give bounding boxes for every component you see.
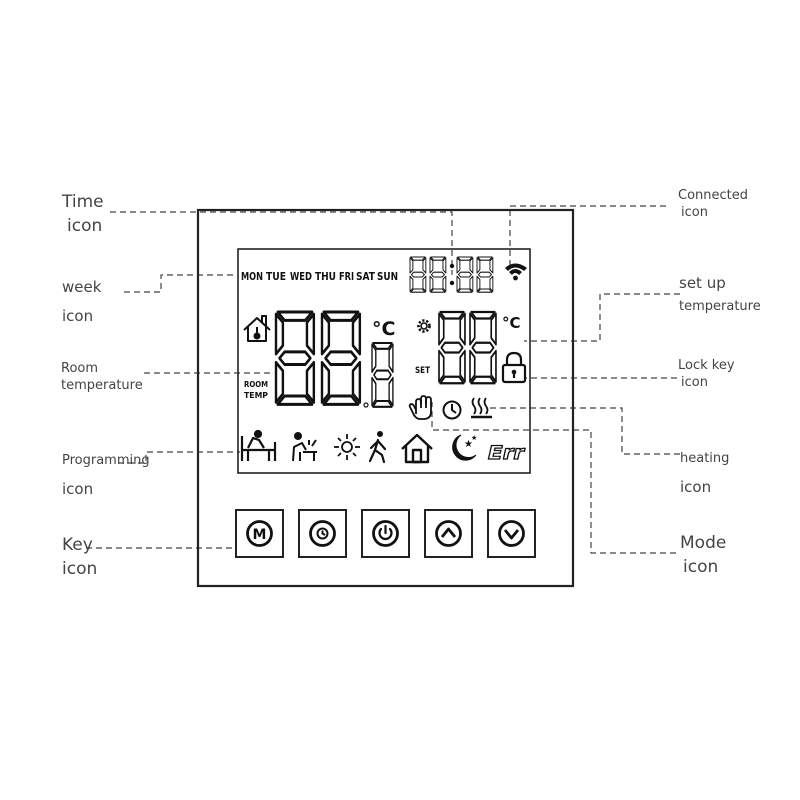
room-unit: °C bbox=[372, 318, 395, 340]
thermostat-frame bbox=[196, 208, 575, 588]
gear-icon bbox=[417, 319, 431, 333]
clock-key[interactable] bbox=[298, 509, 347, 558]
set-tag: SET bbox=[415, 366, 430, 376]
moon-night-icon: ★ ★ bbox=[452, 434, 477, 461]
time-label-line2: icon bbox=[67, 216, 103, 236]
day-fri: FRI bbox=[339, 271, 354, 283]
day-tue: TUE bbox=[266, 271, 286, 283]
week-days: MON TUE WED THU FRI SAT SUN bbox=[241, 271, 398, 283]
leader-setup bbox=[524, 293, 680, 342]
key-label-line2: icon bbox=[62, 559, 98, 579]
down-key-ring bbox=[498, 520, 525, 547]
lock-key-label: Lock key icon bbox=[678, 357, 735, 391]
room-temp-tag: ROOM TEMP bbox=[244, 380, 268, 400]
leader-heating bbox=[488, 407, 680, 455]
connected-label-line2: icon bbox=[681, 205, 708, 220]
heating-icon bbox=[471, 397, 492, 419]
time-digit-3 bbox=[456, 256, 474, 293]
power-key-ring bbox=[372, 520, 399, 547]
lcd-screen bbox=[237, 248, 531, 474]
time-label-line1: Time bbox=[62, 192, 104, 212]
key-label: Key icon bbox=[62, 533, 97, 581]
day-thu: THU bbox=[315, 271, 336, 283]
programming-label: Programming icon bbox=[62, 446, 150, 504]
up-arrow-icon bbox=[440, 527, 457, 538]
leader-programming bbox=[118, 451, 240, 464]
day-wed: WED bbox=[290, 271, 312, 283]
room-temperature-label-line2: temperature bbox=[61, 378, 143, 393]
time-colon bbox=[449, 263, 455, 286]
time-digit-2 bbox=[429, 256, 447, 293]
room-temperature-label-line1: Room bbox=[61, 361, 99, 376]
m-key[interactable]: M bbox=[235, 509, 284, 558]
set-up-temperature-label-line2: temperature bbox=[679, 299, 761, 314]
set-up-temperature-label-line1: set up bbox=[679, 274, 726, 292]
lock-key-label-line1: Lock key bbox=[678, 358, 735, 373]
set-unit: °C bbox=[502, 314, 521, 332]
power-icon bbox=[378, 524, 393, 541]
clock-key-icon bbox=[316, 527, 329, 540]
time-digit-1 bbox=[409, 256, 427, 293]
connected-label: Connected icon bbox=[678, 187, 748, 221]
up-key[interactable] bbox=[424, 509, 473, 558]
power-key[interactable] bbox=[361, 509, 410, 558]
svg-text:★: ★ bbox=[464, 439, 473, 450]
heating-label: heating icon bbox=[680, 444, 729, 502]
down-key[interactable] bbox=[487, 509, 536, 558]
set-digit-2 bbox=[468, 310, 498, 385]
week-label-line2: icon bbox=[62, 307, 94, 325]
m-key-ring bbox=[246, 520, 273, 547]
programming-label-line1: Programming bbox=[62, 453, 150, 468]
home-icon bbox=[401, 433, 433, 464]
clock-icon bbox=[442, 400, 462, 420]
hand-icon bbox=[408, 395, 432, 420]
programming-label-line2: icon bbox=[62, 480, 94, 498]
week-label-line1: week bbox=[62, 278, 102, 296]
set-up-temperature-label: set up temperature bbox=[679, 271, 761, 319]
week-label: week icon bbox=[62, 273, 101, 331]
walking-person-icon bbox=[368, 431, 387, 464]
day-sun: SUN bbox=[377, 271, 398, 283]
error-indicator: Err bbox=[488, 442, 526, 464]
set-digit-1 bbox=[437, 310, 467, 385]
clock-key-ring bbox=[309, 520, 336, 547]
leader-week bbox=[124, 274, 236, 293]
sleep-bed-icon bbox=[240, 429, 277, 461]
sun-icon bbox=[334, 434, 360, 460]
heating-label-line2: icon bbox=[680, 478, 712, 496]
room-digit-2 bbox=[320, 310, 362, 406]
mode-label-line1: Mode bbox=[680, 533, 727, 553]
svg-text:★: ★ bbox=[471, 434, 477, 442]
wifi-icon bbox=[505, 263, 527, 281]
mode-label-line2: icon bbox=[683, 557, 719, 577]
room-digit-3 bbox=[370, 341, 394, 408]
day-sat: SAT bbox=[356, 271, 376, 283]
lock-icon bbox=[501, 351, 527, 384]
house-thermometer-icon bbox=[243, 315, 271, 342]
room-temperature-label: Room temperature bbox=[61, 360, 143, 394]
room-tag-line2: TEMP bbox=[244, 391, 268, 400]
set-temperature-display bbox=[437, 310, 498, 385]
heating-label-line1: heating bbox=[680, 451, 730, 466]
lock-key-label-line2: icon bbox=[681, 375, 708, 390]
leader-time bbox=[110, 211, 453, 275]
mode-label: Mode icon bbox=[680, 531, 726, 579]
room-digit-1 bbox=[274, 310, 316, 406]
m-letter-icon: M bbox=[253, 527, 267, 543]
room-decimal-point bbox=[363, 402, 369, 408]
down-arrow-icon bbox=[503, 529, 520, 540]
key-label-line1: Key bbox=[62, 535, 93, 555]
connected-label-line1: Connected bbox=[678, 188, 749, 203]
day-mon: MON bbox=[241, 271, 263, 283]
time-digit-4 bbox=[476, 256, 494, 293]
leader-connected bbox=[509, 205, 666, 265]
room-tag-line1: ROOM bbox=[244, 380, 268, 389]
time-label: Time icon bbox=[62, 190, 104, 238]
up-key-ring bbox=[435, 520, 462, 547]
breakfast-icon bbox=[292, 432, 317, 462]
